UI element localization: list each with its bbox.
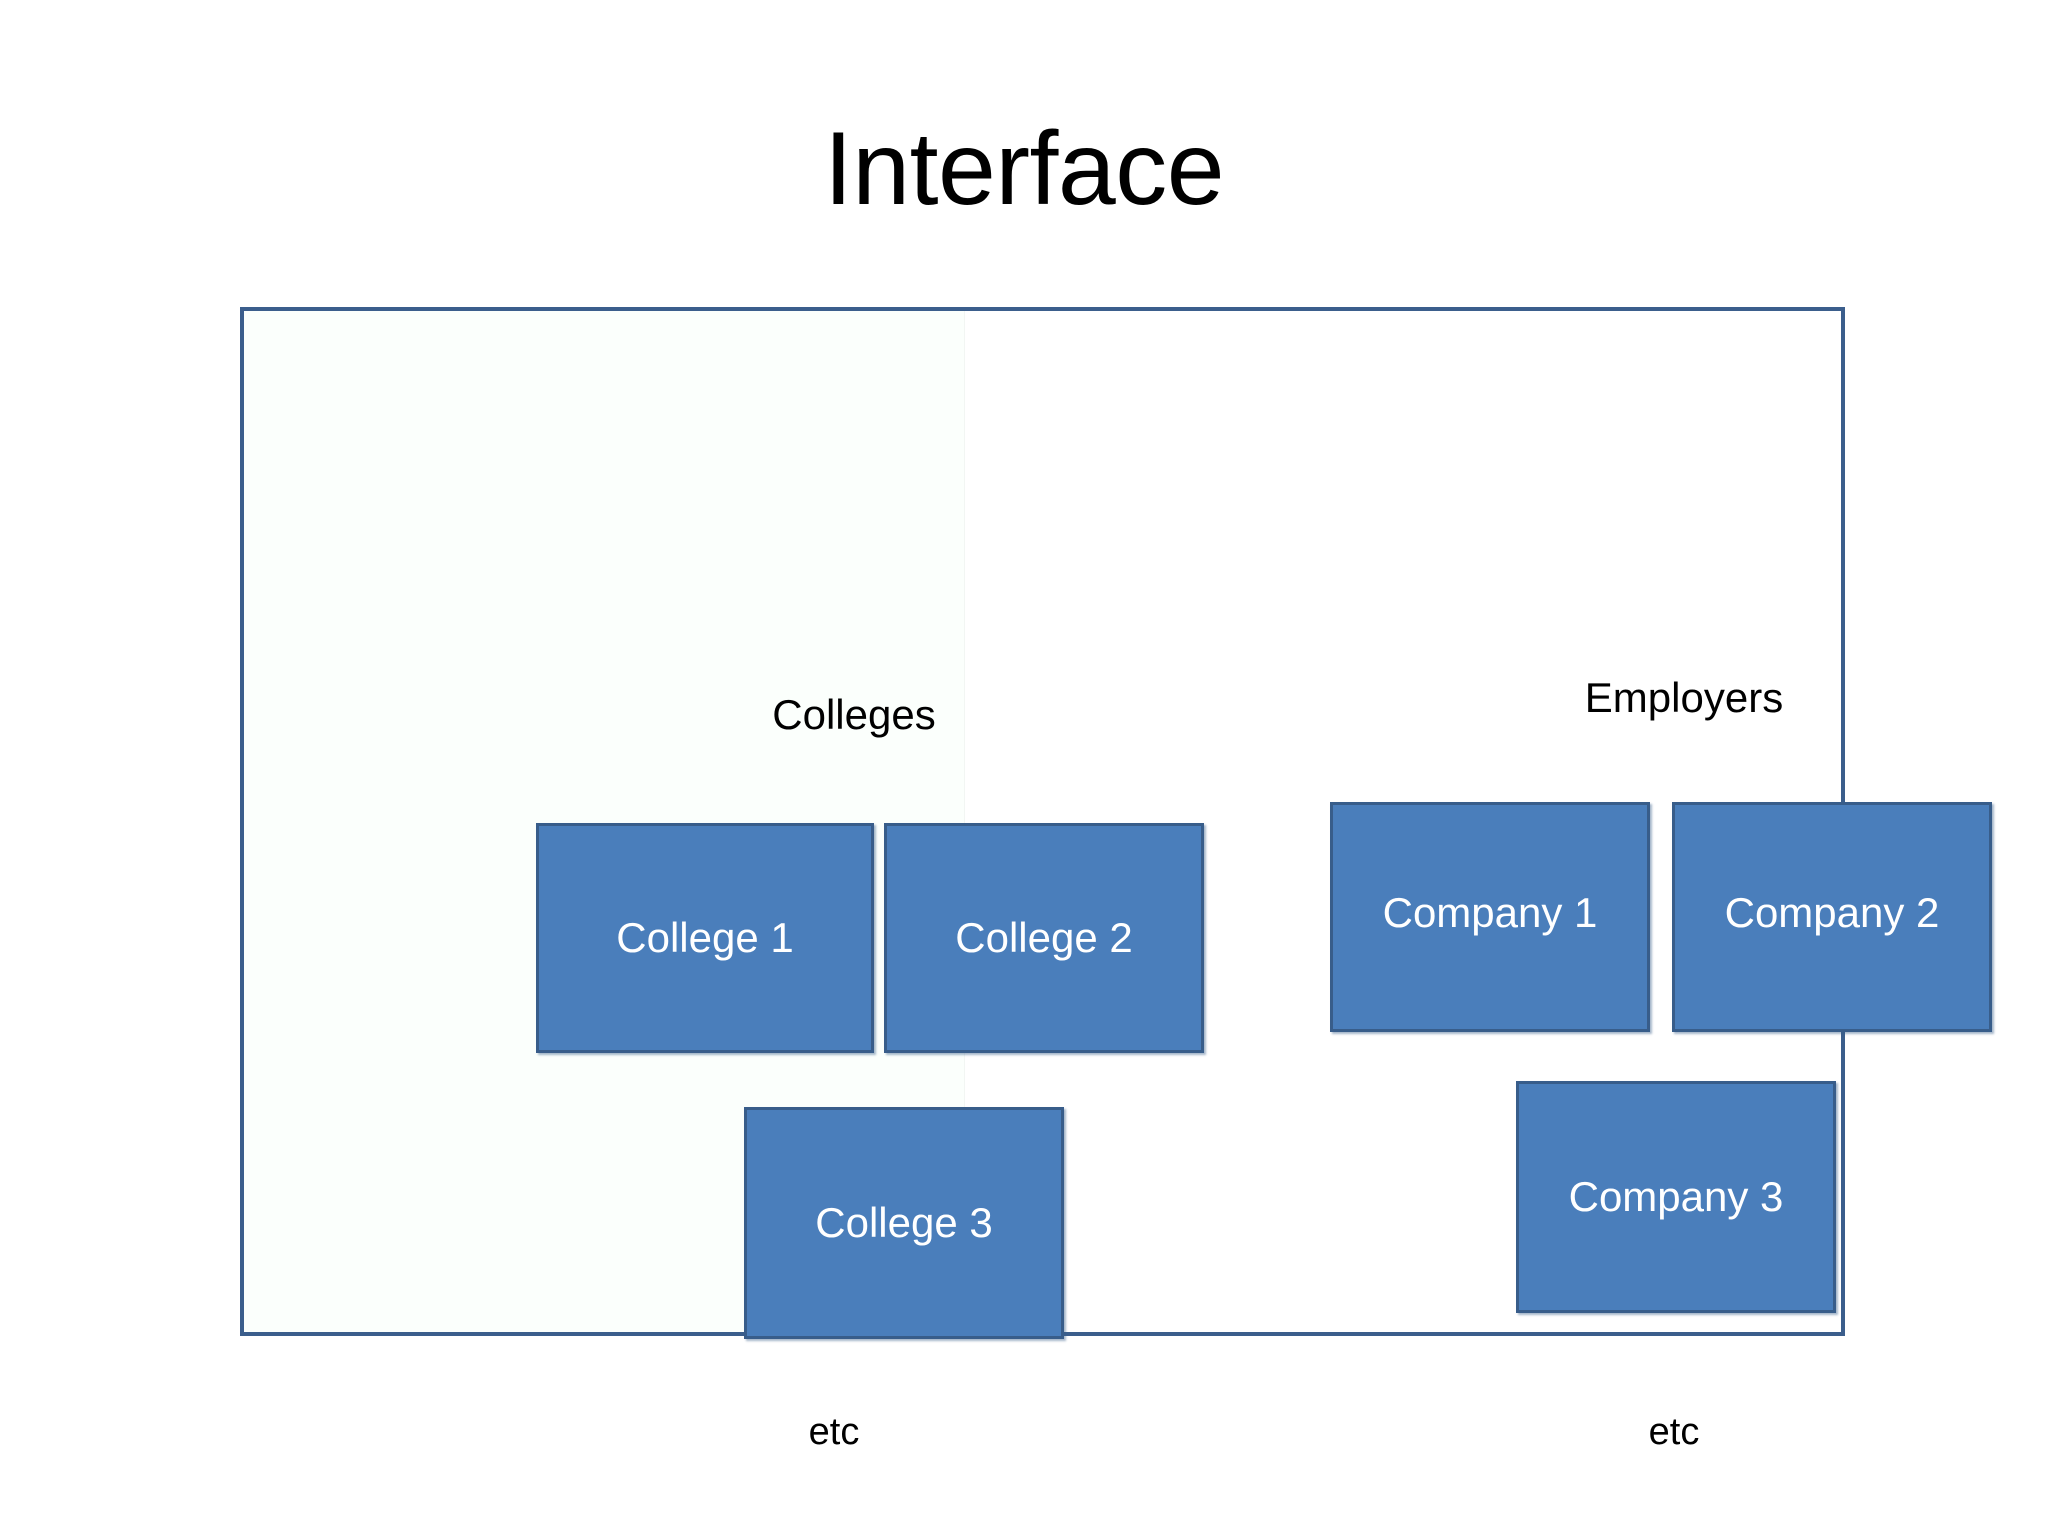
- node-college-3-label: College 3: [815, 1198, 993, 1246]
- page-title: Interface: [823, 111, 1225, 227]
- interface-frame: Colleges Employers College 1 College 2 C…: [240, 307, 1992, 1453]
- node-company-1[interactable]: Company 1: [1330, 802, 1650, 1032]
- colleges-etc-label: etc: [808, 1411, 860, 1453]
- node-company-3[interactable]: Company 3: [1516, 1081, 1836, 1313]
- employers-etc-label: etc: [1648, 1411, 1700, 1453]
- colleges-column-heading: Colleges: [772, 691, 936, 738]
- node-college-1-label: College 1: [616, 913, 794, 961]
- node-college-2-label: College 2: [955, 913, 1133, 961]
- employers-column-heading: Employers: [1584, 674, 1784, 721]
- panel-divider: [964, 311, 965, 1332]
- node-company-2[interactable]: Company 2: [1672, 802, 1992, 1032]
- node-college-1[interactable]: College 1: [536, 823, 874, 1053]
- node-company-1-label: Company 1: [1382, 888, 1598, 936]
- node-company-3-label: Company 3: [1568, 1172, 1784, 1220]
- node-company-2-label: Company 2: [1724, 888, 1940, 936]
- node-college-3[interactable]: College 3: [744, 1107, 1064, 1339]
- node-college-2[interactable]: College 2: [884, 823, 1204, 1053]
